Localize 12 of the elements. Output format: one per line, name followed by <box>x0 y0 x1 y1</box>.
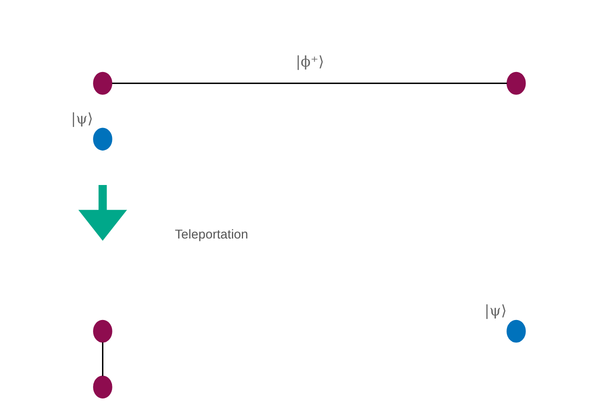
node-label: |ψ⟩ <box>70 110 93 128</box>
edge-label: |ϕ⁺⟩ <box>295 54 324 71</box>
node-circle <box>92 128 112 151</box>
node-circle <box>92 72 112 95</box>
node-circle <box>506 320 526 343</box>
connector <box>112 82 506 84</box>
label: Teleportation <box>174 226 248 242</box>
node-circle <box>506 72 526 95</box>
node-circle <box>92 320 112 343</box>
connector <box>102 342 103 376</box>
node-circle <box>92 376 112 398</box>
node-label: |ψ⟩ <box>484 302 506 320</box>
